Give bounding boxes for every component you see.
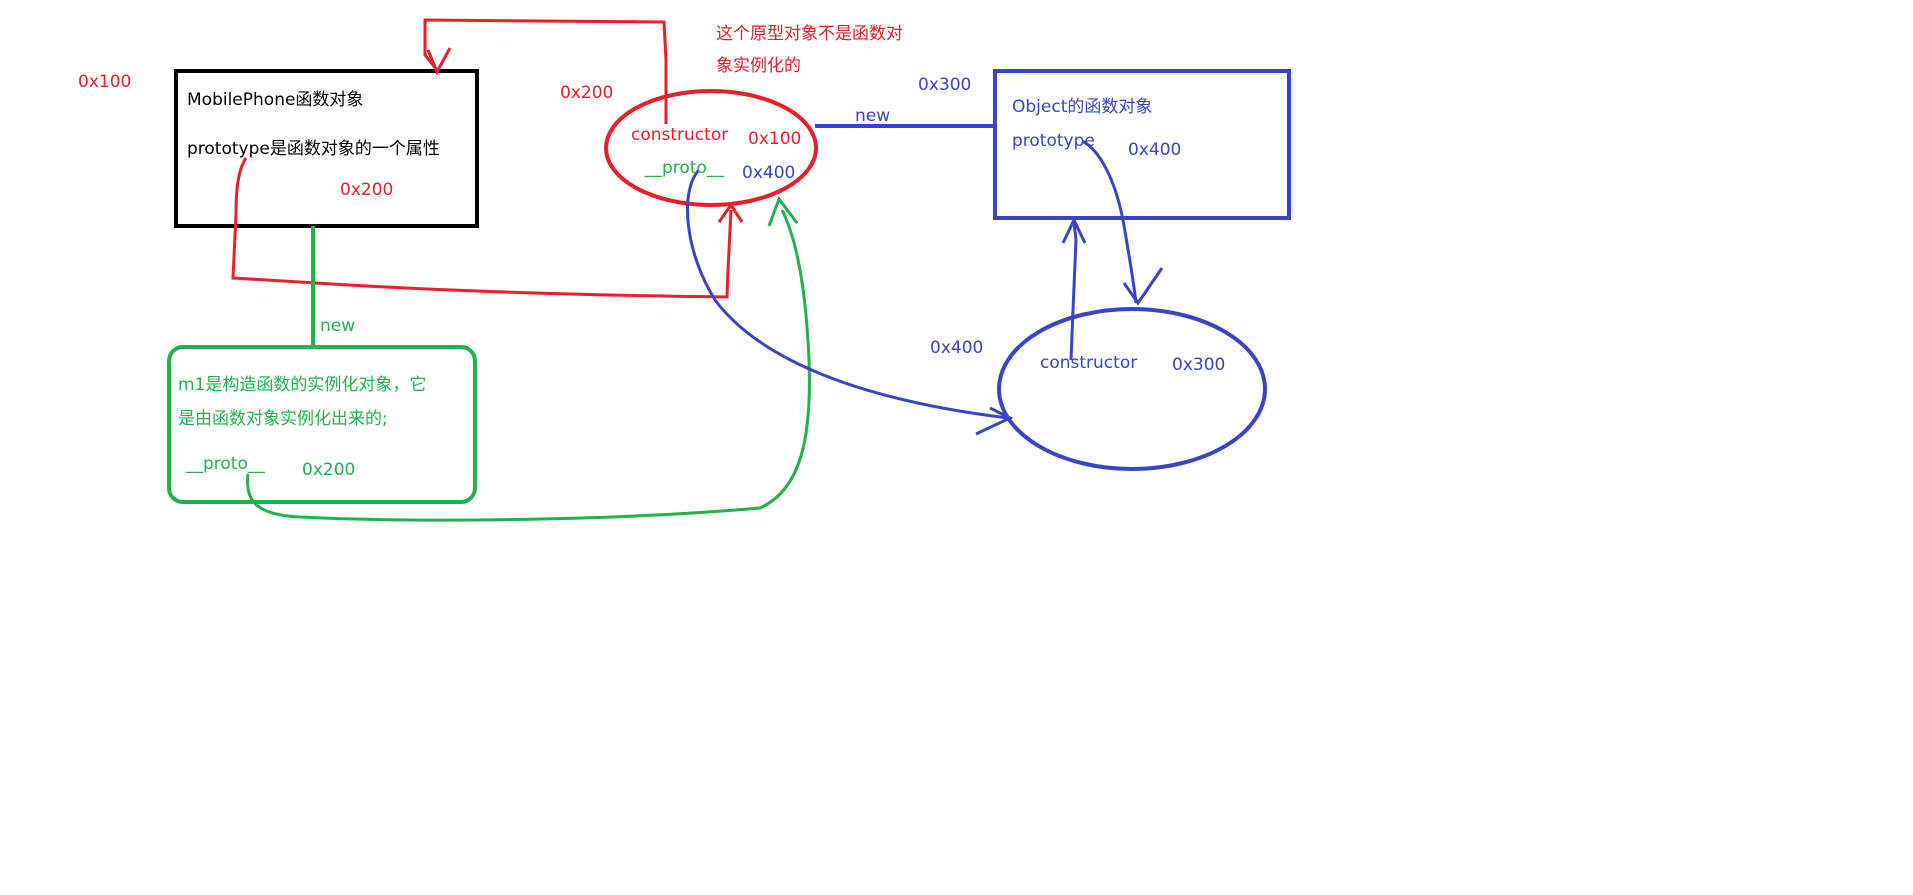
object-prototype-ellipse bbox=[997, 307, 1267, 471]
prototype-object-constructor-value: 0x100 bbox=[748, 129, 802, 149]
object-function-box bbox=[993, 69, 1291, 220]
note-line-2: 象实例化的 bbox=[716, 56, 801, 76]
prototype-pointer-arrowhead bbox=[717, 202, 744, 223]
mobilephone-address: 0x100 bbox=[78, 72, 132, 92]
object-constructor-arrowhead bbox=[1061, 216, 1087, 244]
mobilephone-title: MobilePhone函数对象 bbox=[187, 90, 364, 110]
new-label-left: new bbox=[320, 316, 356, 336]
m1-description-line-1: m1是构造函数的实例化对象，它 bbox=[178, 375, 427, 395]
mobilephone-prototype-label: prototype是函数对象的一个属性 bbox=[187, 139, 440, 159]
object-prototype-constructor-value: 0x300 bbox=[1172, 355, 1226, 375]
m1-proto-value: 0x200 bbox=[302, 460, 356, 480]
object-function-prototype: prototype bbox=[1012, 131, 1095, 151]
m1-proto-arrow bbox=[246, 209, 811, 522]
prototype-object-constructor: constructor bbox=[631, 125, 729, 145]
constructor-pointer-arrow bbox=[423, 18, 668, 124]
mobilephone-prototype-value: 0x200 bbox=[340, 180, 394, 200]
note-line-1: 这个原型对象不是函数对 bbox=[716, 24, 903, 44]
object-prototype-pointer-arrow bbox=[1081, 139, 1138, 304]
prototype-object-proto: __proto__ bbox=[645, 158, 724, 178]
m1-proto-label: __proto__ bbox=[186, 454, 265, 474]
object-prototype-constructor: constructor bbox=[1040, 353, 1138, 373]
object-function-prototype-value: 0x400 bbox=[1128, 140, 1182, 160]
object-function-address: 0x300 bbox=[918, 75, 972, 95]
object-prototype-pointer-arrowhead bbox=[1122, 267, 1164, 306]
m1-description-line-2: 是由函数对象实例化出来的; bbox=[178, 409, 388, 429]
prototype-object-address: 0x200 bbox=[560, 83, 614, 103]
object-constructor-arrow bbox=[1069, 221, 1078, 361]
object-function-title: Object的函数对象 bbox=[1012, 97, 1153, 117]
prototype-pointer-arrow bbox=[231, 157, 733, 299]
new-label-top: new bbox=[855, 106, 891, 126]
m1-instance-box bbox=[167, 345, 477, 504]
prototype-object-ellipse bbox=[604, 89, 818, 207]
proto-chain-arrow bbox=[686, 168, 1009, 420]
proto-chain-arrowhead bbox=[975, 406, 1014, 436]
constructor-pointer-arrowhead bbox=[426, 47, 452, 76]
prototype-object-proto-value: 0x400 bbox=[742, 163, 796, 183]
mobilephone-box bbox=[174, 69, 479, 228]
object-prototype-address: 0x400 bbox=[930, 338, 984, 358]
m1-proto-arrowhead bbox=[767, 195, 799, 227]
